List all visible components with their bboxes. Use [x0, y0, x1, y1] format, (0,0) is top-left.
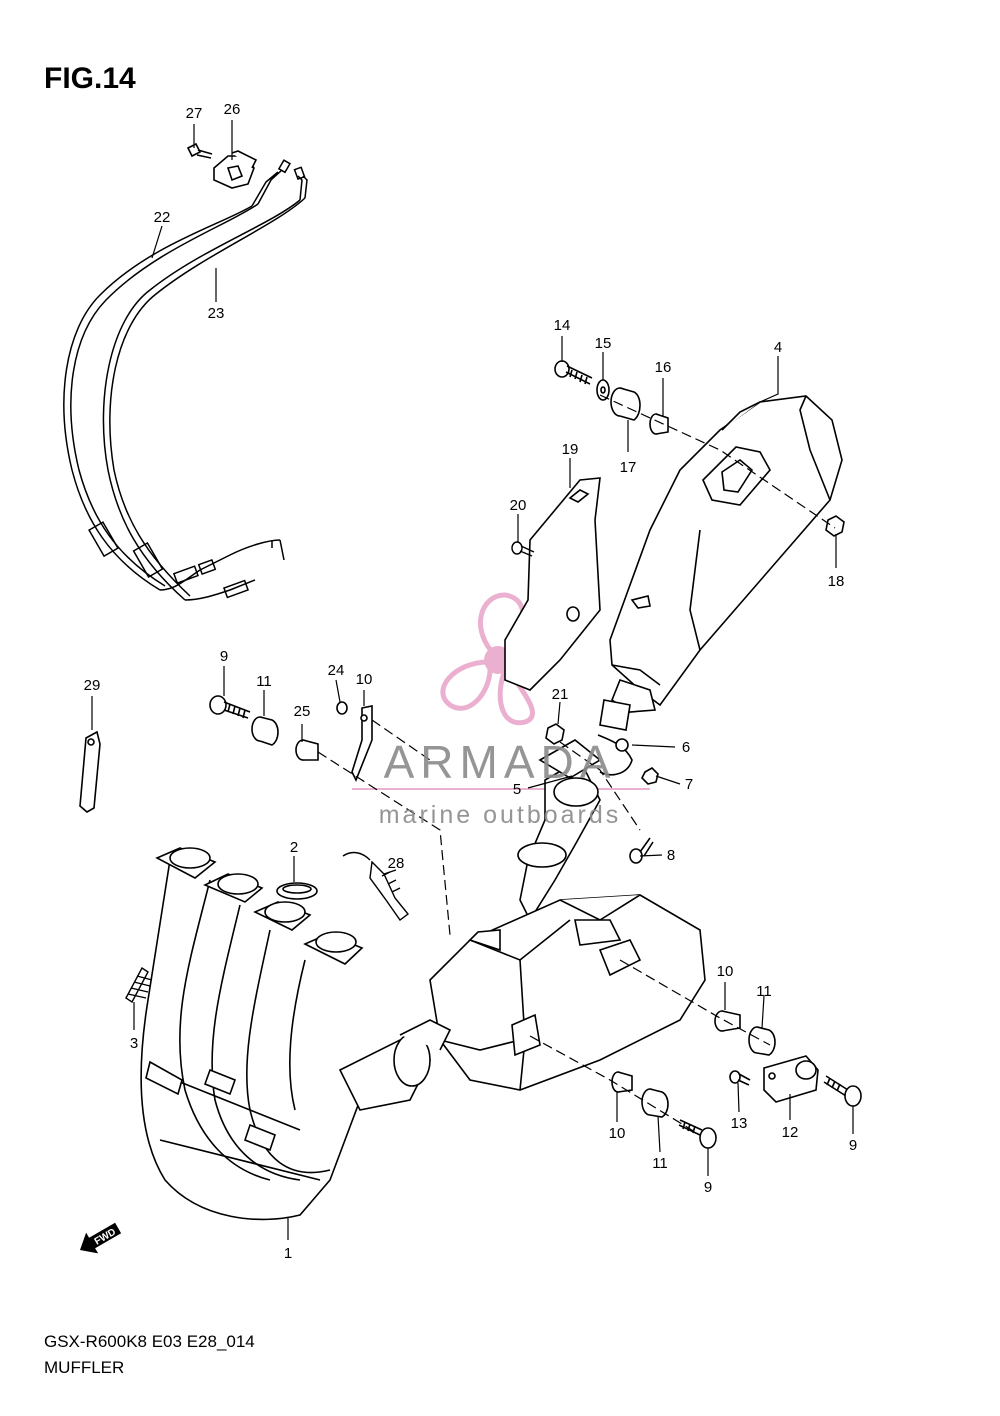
callout-11-cushion: 11 — [652, 1155, 668, 1172]
hardware-bracket-12 — [763, 1055, 819, 1103]
callout-7-nut: 7 — [685, 776, 693, 793]
hardware-collar-10-right — [714, 1010, 741, 1032]
callout-26-cable-bracket: 26 — [224, 101, 241, 118]
hardware-nut-18 — [825, 515, 845, 537]
callout-13-bolt: 13 — [731, 1115, 748, 1132]
callout-19-muffler-cover: 19 — [562, 441, 579, 458]
callout-10-collar: 10 — [609, 1125, 626, 1142]
stud-part-3 — [125, 966, 153, 1004]
hardware-screw-20 — [511, 541, 535, 557]
callout-25-nut: 25 — [294, 703, 311, 720]
assembly-lines — [317, 394, 836, 1136]
figure-title: FIG.14 — [44, 62, 136, 95]
hardware-collar-10-bottom — [611, 1071, 633, 1093]
callout-29-strap: 29 — [84, 677, 101, 694]
hardware-nut-7 — [641, 767, 659, 785]
callout-9-bolt: 9 — [220, 648, 228, 665]
callout-11-cushion: 11 — [756, 983, 772, 1000]
callout-24-bracket: 24 — [328, 662, 345, 679]
hardware-bolt-9-bottom — [678, 1119, 717, 1149]
callout-4-muffler: 4 — [774, 339, 782, 356]
fwd-label: FWD — [93, 1227, 118, 1248]
hardware-cushion-11-bottom — [641, 1088, 669, 1118]
callout-1-exhaust-pipe: 1 — [284, 1245, 292, 1262]
model-code: GSX-R600K8 E03 E28_014 — [44, 1332, 255, 1351]
callout-21-nut: 21 — [552, 686, 569, 703]
hardware-bolt-9-left — [209, 695, 251, 719]
gasket-part-2 — [276, 882, 318, 900]
hardware-bolt-9-right — [823, 1075, 862, 1107]
valve-cable-assembly — [63, 159, 308, 601]
hardware-nut-21 — [545, 723, 565, 745]
hardware-nut-25 — [336, 701, 348, 715]
callout-10-collar: 10 — [717, 963, 734, 980]
hardware-collar-16 — [649, 413, 669, 435]
callout-28-oxygen-sensor: 28 — [388, 855, 405, 872]
hardware-clamp-6 — [597, 734, 633, 776]
callout-22-valve-cable-1: 22 — [154, 209, 171, 226]
forward-arrow-icon: FWD — [80, 1222, 122, 1254]
hardware-bolt-14 — [554, 360, 593, 385]
callout-16-collar: 16 — [655, 359, 672, 376]
exhaust-header-part-1 — [140, 859, 452, 1221]
callout-27-bolt: 27 — [186, 105, 203, 122]
leader-lines — [91, 120, 854, 1240]
hardware-bolt-8 — [629, 837, 654, 864]
callout-2-gasket: 2 — [290, 839, 298, 856]
callout-6-clamp: 6 — [682, 739, 690, 756]
oxygen-sensor-part-28 — [342, 851, 410, 921]
callout-9-bolt: 9 — [704, 1179, 712, 1196]
bolt-part-27 — [186, 142, 213, 159]
hardware-cushion-17 — [610, 387, 641, 421]
hardware-bolt-13 — [729, 1070, 751, 1086]
callout-11-cushion: 11 — [256, 673, 272, 690]
section-name: MUFFLER — [44, 1358, 125, 1377]
exhaust-chamber-body — [429, 894, 706, 1091]
header-flanges — [155, 847, 364, 965]
watermark-brand: ARMADA — [384, 736, 617, 788]
callout-17-cushion: 17 — [620, 459, 637, 476]
muffler-part-4 — [599, 395, 843, 731]
hardware-cushion-11-left — [251, 716, 279, 746]
callout-3-stud: 3 — [130, 1035, 138, 1052]
callout-23-valve-cable-2: 23 — [208, 305, 225, 322]
callout-9-bolt: 9 — [849, 1137, 857, 1154]
callout-12-bracket: 12 — [782, 1124, 799, 1141]
watermark-tagline: marine outboards — [379, 801, 622, 829]
hardware-cushion-11-right — [748, 1026, 776, 1056]
callout-14-bolt: 14 — [554, 317, 571, 334]
cable-bracket-part-26 — [213, 150, 258, 189]
callout-18-nut: 18 — [828, 573, 845, 590]
strap-part-29 — [79, 730, 101, 813]
hardware-bracket-24 — [351, 705, 373, 782]
hardware-collar-10-left — [295, 739, 319, 761]
muffler-cover-part-19 — [504, 477, 601, 691]
callout-5-gasket: 5 — [513, 781, 521, 798]
callout-15-washer: 15 — [595, 335, 612, 352]
callout-8-bolt: 8 — [667, 847, 675, 864]
callout-10-collar: 10 — [356, 671, 373, 688]
callout-20-screw: 20 — [510, 497, 527, 514]
